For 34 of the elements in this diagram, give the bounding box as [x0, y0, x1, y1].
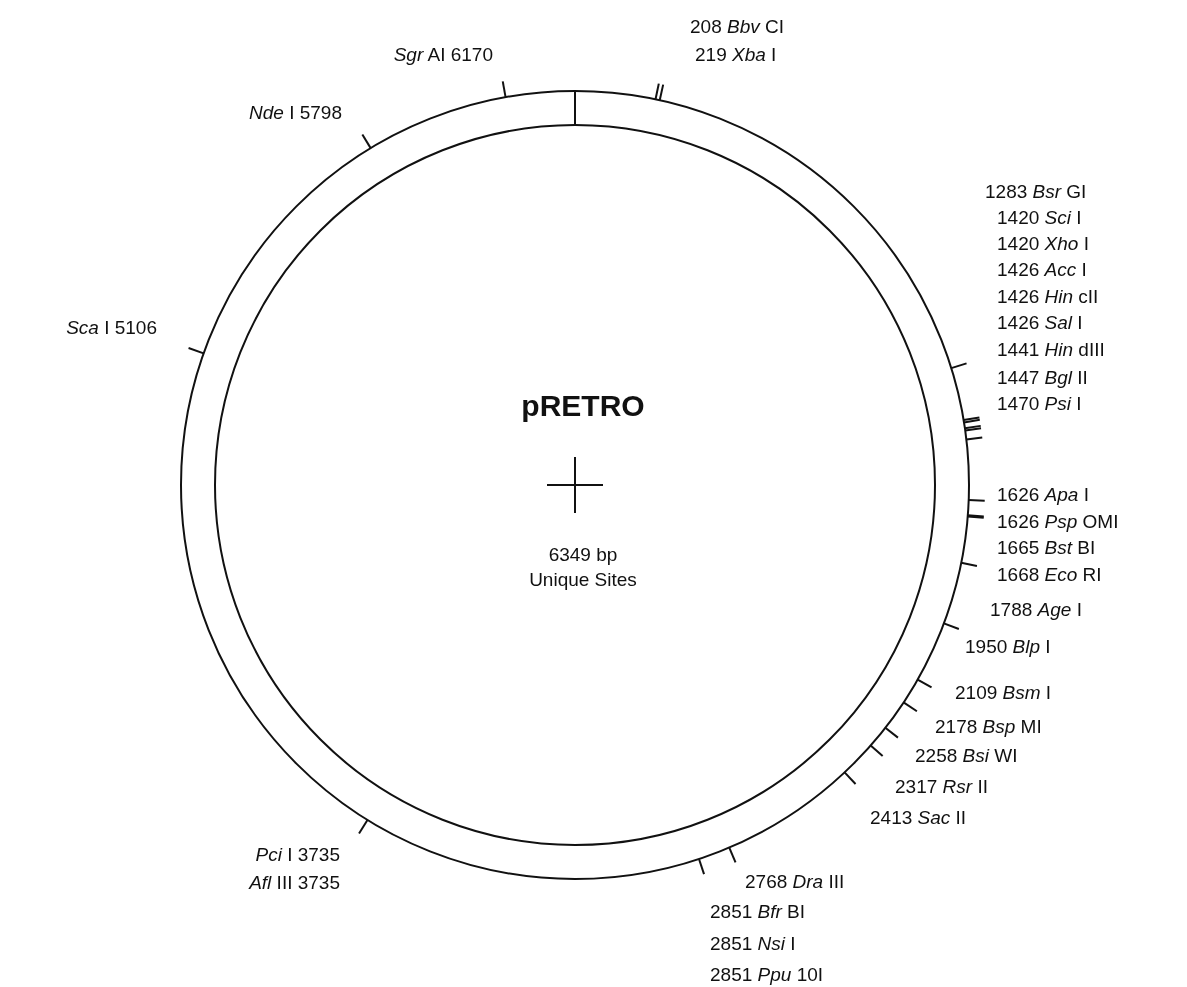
plasmid-name: pRETRO — [521, 389, 645, 423]
site-label: 1950 Blp I — [965, 636, 1051, 658]
site-label: 2768 Dra III — [745, 871, 845, 893]
site-label: Pci I 3735 — [255, 844, 340, 866]
site-label: 2317 Rsr II — [895, 776, 988, 798]
site-label: 2109 Bsm I — [955, 682, 1052, 704]
site-label: 1426 Acc I — [997, 259, 1087, 281]
site-label: 2851 Bfr BI — [710, 901, 806, 923]
site-label: 2258 Bsi WI — [915, 745, 1018, 767]
site-label: 2413 Sac II — [870, 807, 967, 829]
site-label: 1665 Bst BI — [997, 537, 1096, 559]
site-label: 2851 Ppu 10I — [710, 964, 824, 986]
site-label: 1441 Hin dIII — [997, 339, 1105, 361]
site-label: 2178 Bsp MI — [935, 716, 1042, 738]
site-label: 1668 Eco RI — [997, 564, 1102, 586]
site-label: Afl III 3735 — [249, 872, 340, 894]
site-label: 1420 Sci I — [997, 207, 1082, 229]
site-label: 1447 Bgl II — [997, 367, 1088, 389]
site-label: 6349 bp — [548, 544, 618, 566]
site-label: 1426 Hin cII — [997, 286, 1099, 308]
site-label: 1426 Sal I — [997, 312, 1083, 334]
site-label: 1626 Psp OMI — [997, 511, 1119, 533]
site-label: 219 Xba I — [695, 44, 777, 66]
site-label: 208 Bbv CI — [690, 16, 784, 38]
site-label: Unique Sites — [529, 569, 637, 591]
site-label: 1470 Psi I — [997, 393, 1082, 415]
site-label: 1788 Age I — [990, 599, 1082, 621]
site-label: 2851 Nsi I — [710, 933, 796, 955]
site-label: Nde I 5798 — [249, 102, 342, 124]
site-label: Sgr AI 6170 — [393, 44, 493, 66]
site-label: 1420 Xho I — [997, 233, 1089, 255]
site-label: 1626 Apa I — [997, 484, 1089, 506]
site-label: 1283 Bsr GI — [985, 181, 1087, 203]
site-label: Sca I 5106 — [66, 317, 157, 339]
